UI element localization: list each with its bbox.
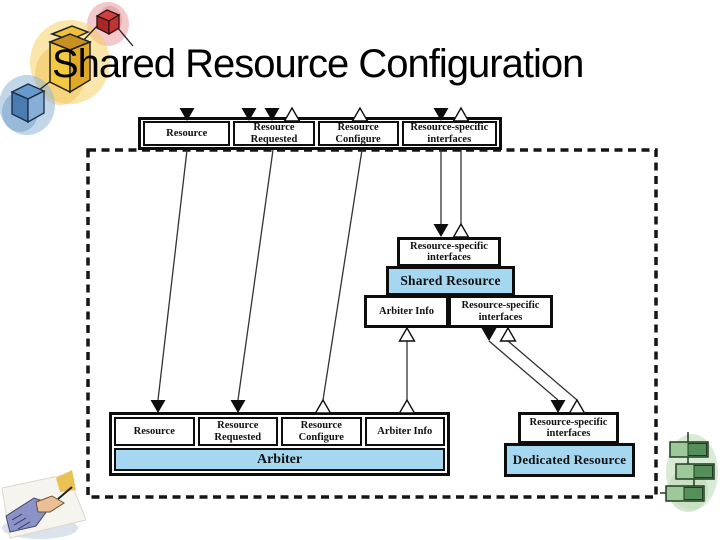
shared-side-interfaces-port: Resource-specific interfaces [448, 295, 553, 328]
arbiter-ports-row: Resource Resource Requested Resource Con… [114, 417, 445, 446]
arbiter-component: Arbiter [114, 448, 445, 471]
shared-top-interfaces-port: Resource-specific interfaces [397, 237, 501, 267]
top-port-resource-specific-interfaces: Resource-specific interfaces [401, 121, 497, 146]
arbiter-port-resource-requested: Resource Requested [197, 417, 278, 446]
line-resource-requested [237, 149, 274, 401]
pen-shape [57, 486, 73, 500]
top-port-resource: Resource [143, 121, 231, 146]
filled-triangle-icon [481, 328, 497, 341]
top-port-resource-requested: Resource Requested [233, 121, 315, 146]
line-dedicated-provided [488, 340, 559, 401]
blue-cube-icon [10, 83, 46, 124]
arbiter-port-arbiter-info: Arbiter Info [364, 417, 445, 446]
open-triangle-icon [499, 326, 517, 342]
shared-arbiter-info-port: Arbiter Info [364, 295, 449, 328]
open-triangle-icon [398, 326, 416, 342]
yellow-box-icon [47, 25, 93, 94]
arbiter-component-group: Resource Resource Requested Resource Con… [109, 412, 450, 476]
writing-hand-clipart [1, 470, 87, 539]
slide-title: Shared Resource Configuration [52, 42, 584, 86]
open-triangle-icon [452, 222, 470, 238]
filled-triangle-icon [433, 224, 449, 237]
dedicated-interfaces-port: Resource-specific interfaces [518, 412, 619, 444]
module-stack-icon [660, 432, 715, 502]
top-interface-strip: Resource Resource Requested Resource Con… [138, 117, 502, 150]
dedicated-resource-component: Dedicated Resource [504, 443, 635, 477]
top-port-resource-configure: Resource Configure [317, 121, 399, 146]
green-modules-clipart [660, 432, 718, 512]
cubes-clipart [0, 2, 134, 135]
arbiter-port-resource-configure: Resource Configure [281, 417, 362, 446]
red-cube-icon [95, 9, 121, 36]
line-dedicated-required [507, 340, 578, 401]
shared-resource-component: Shared Resource [386, 266, 515, 296]
line-resource [157, 149, 188, 401]
line-resource-configure [322, 149, 363, 401]
hand-shape [35, 495, 65, 513]
arbiter-port-resource: Resource [114, 417, 195, 446]
